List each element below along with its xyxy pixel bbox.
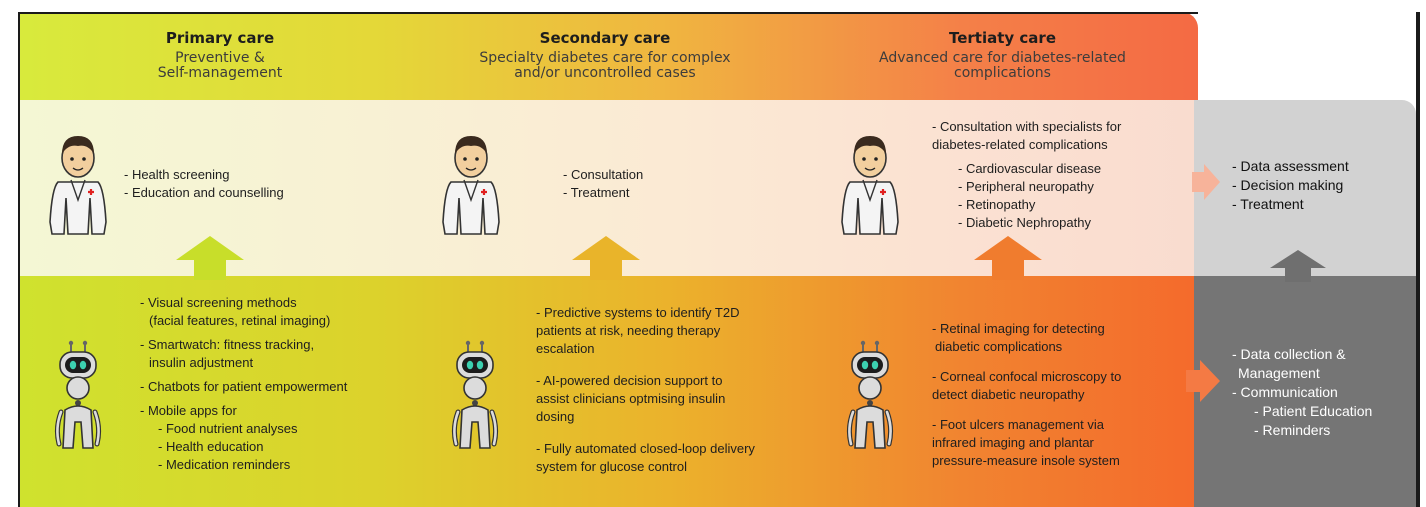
list-item: - Consultation with specialists for: [932, 119, 1122, 134]
list-item: - Data assessment: [1232, 158, 1349, 174]
list-item: - Communication: [1232, 384, 1338, 400]
list-item: - Corneal confocal microscopy to: [932, 369, 1122, 384]
list-item: diabetes-related complications: [932, 137, 1108, 152]
frame-right-line: [1416, 12, 1420, 507]
list-item: - Data collection &: [1232, 346, 1346, 362]
up-arrow-icon: [572, 236, 640, 280]
gray-ai-list: - Data collection & Management - Communi…: [1232, 345, 1372, 440]
gray-ai-panel: [1194, 276, 1416, 507]
primary-care-subtitle-1: Preventive &: [175, 50, 265, 66]
robot-icon: [451, 340, 499, 449]
list-item: (facial features, retinal imaging): [149, 313, 331, 328]
list-item: assist clinicians optmising insulin: [536, 391, 726, 406]
ai-band: [20, 276, 1198, 507]
list-item: Management: [1238, 365, 1320, 381]
up-arrow-shape: [176, 236, 244, 280]
header-band: [20, 12, 1198, 102]
doctor-icon: [841, 136, 899, 235]
gray-clinician-list: - Data assessment - Decision making - Tr…: [1232, 157, 1349, 214]
list-item: - Cardiovascular disease: [958, 161, 1102, 176]
tertiary-care-title: Tertiaty care: [949, 29, 1056, 47]
list-item: - Decision making: [1232, 177, 1344, 193]
list-item: diabetic complications: [935, 339, 1063, 354]
list-item: infrared imaging and plantar: [932, 435, 1094, 450]
up-arrow-shape: [572, 236, 640, 280]
list-item: - Treatment: [563, 185, 630, 200]
list-item: pressure-measure insole system: [932, 453, 1120, 468]
list-item: - Diabetic Nephropathy: [958, 215, 1091, 230]
doctor-icon: [49, 136, 107, 235]
list-item: system for glucose control: [536, 459, 688, 474]
list-item: insulin adjustment: [149, 355, 254, 370]
right-arrow-icon: [1192, 164, 1220, 200]
list-item: - Food nutrient analyses: [158, 421, 298, 436]
list-item: - Education and counselling: [124, 185, 284, 200]
secondary-ai-list: - Predictive systems to identify T2D pat…: [536, 304, 755, 476]
list-item: patients at risk, needing therapy: [536, 323, 721, 338]
list-item: dosing: [536, 409, 575, 424]
list-item: - Foot ulcers management via: [932, 417, 1104, 432]
list-item: - Health education: [158, 439, 264, 454]
list-item: - Health screening: [124, 167, 230, 182]
primary-care-subtitle-2: Self-management: [157, 65, 283, 81]
list-item: - Peripheral neuropathy: [958, 179, 1094, 194]
list-item: escalation: [536, 341, 595, 356]
list-item: - Retinal imaging for detecting: [932, 321, 1105, 336]
robot-icon: [54, 340, 102, 449]
list-item: - Patient Education: [1254, 403, 1373, 419]
list-item: - Consultation: [563, 167, 644, 182]
list-item: - Medication reminders: [158, 457, 291, 472]
primary-ai-list: - Visual screening methods (facial featu…: [140, 294, 347, 474]
up-arrow-icon: [1270, 250, 1326, 282]
up-arrow-icon: [176, 236, 244, 280]
tertiary-doctor-list: - Consultation with specialists for diab…: [932, 118, 1121, 232]
secondary-doctor-list: - Consultation - Treatment: [563, 166, 643, 202]
primary-care-header: Primary care Preventive & Self-managemen…: [120, 29, 320, 81]
up-arrow-icon: [974, 236, 1042, 280]
frame-left-line: [18, 12, 20, 507]
list-item: - Retinopathy: [958, 197, 1036, 212]
tertiary-care-header: Tertiaty care Advanced care for diabetes…: [850, 29, 1155, 81]
secondary-care-header: Secondary care Specialty diabetes care f…: [450, 29, 760, 81]
list-item: - Smartwatch: fitness tracking,: [140, 337, 315, 352]
tertiary-care-subtitle-2: complications: [954, 65, 1051, 81]
up-arrow-shape: [974, 236, 1042, 280]
list-item: - Chatbots for patient empowerment: [140, 379, 348, 394]
list-item: - Treatment: [1232, 196, 1304, 212]
secondary-care-subtitle-1: Specialty diabetes care for complex: [479, 50, 731, 66]
list-item: - Mobile apps for: [140, 403, 237, 418]
primary-care-title: Primary care: [165, 29, 275, 47]
frame-top-line: [20, 12, 1198, 14]
tertiary-ai-list: - Retinal imaging for detecting diabetic…: [932, 320, 1121, 470]
secondary-care-title: Secondary care: [539, 29, 671, 47]
doctor-icon: [442, 136, 500, 235]
list-item: - Visual screening methods: [140, 295, 297, 310]
primary-doctor-list: - Health screening - Education and couns…: [124, 166, 284, 202]
tertiary-care-subtitle-1: Advanced care for diabetes-related: [879, 50, 1126, 66]
up-arrow-shape: [1270, 250, 1326, 282]
right-arrow-shape: [1186, 360, 1220, 402]
secondary-care-subtitle-2: and/or uncontrolled cases: [514, 65, 696, 81]
list-item: - AI-powered decision support to: [536, 373, 723, 388]
list-item: - Predictive systems to identify T2D: [536, 305, 740, 320]
robot-icon: [846, 340, 894, 449]
list-item: - Fully automated closed-loop delivery: [536, 441, 755, 456]
list-item: - Reminders: [1254, 422, 1331, 438]
right-arrow-icon: [1186, 360, 1220, 402]
list-item: detect diabetic neuropathy: [932, 387, 1085, 402]
gray-clinician-panel: [1194, 100, 1416, 277]
